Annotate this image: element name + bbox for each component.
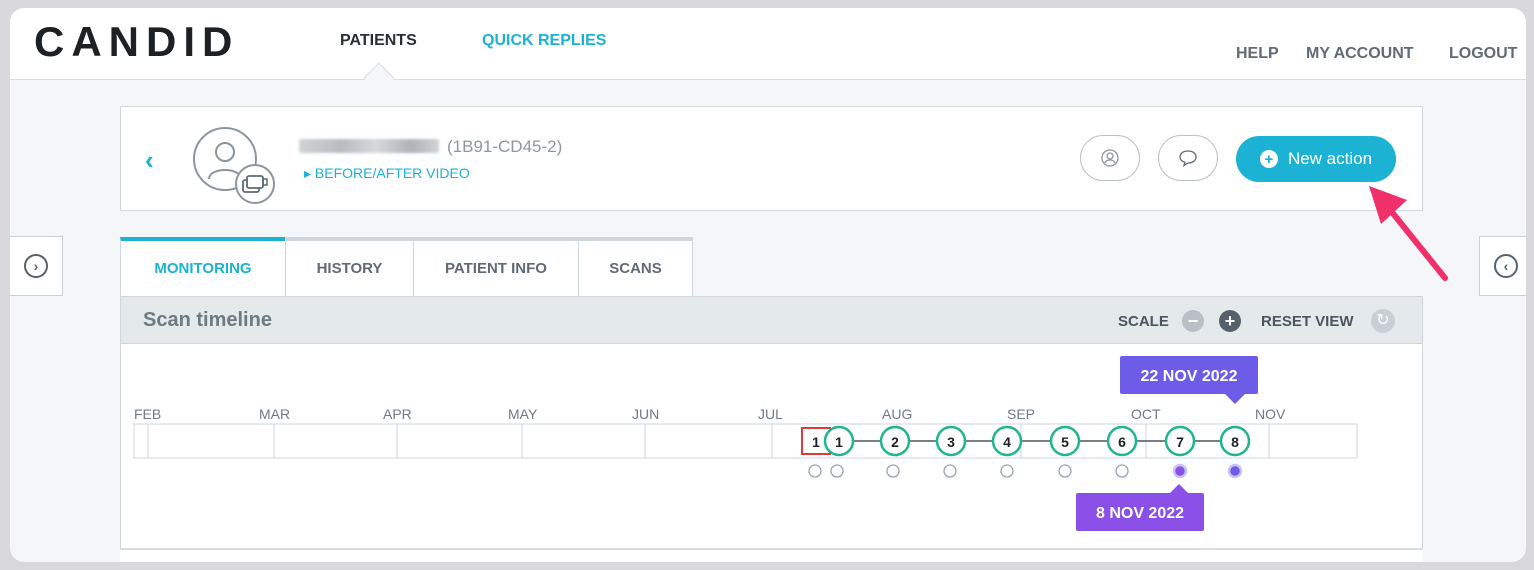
top-navigation-bar: CANDID PATIENTS QUICK REPLIES HELP MY AC… xyxy=(10,8,1526,80)
scan-marker[interactable] xyxy=(879,425,911,457)
patient-name-redacted xyxy=(299,139,439,153)
scan-marker[interactable] xyxy=(1219,425,1251,457)
help-link[interactable]: HELP xyxy=(1236,45,1279,62)
scan-status-dot[interactable] xyxy=(886,464,900,478)
scan-status-dot[interactable] xyxy=(943,464,957,478)
month-label: JUN xyxy=(632,406,659,422)
month-label: MAR xyxy=(259,406,290,422)
scan-marker[interactable] xyxy=(823,425,855,457)
app-window: CANDID PATIENTS QUICK REPLIES HELP MY AC… xyxy=(10,8,1526,562)
expand-right-panel-button[interactable]: ‹ xyxy=(1479,236,1526,296)
month-label: JUL xyxy=(758,406,783,422)
month-label: SEP xyxy=(1007,406,1035,422)
zoom-in-button[interactable]: + xyxy=(1219,310,1241,332)
tab-label: PATIENT INFO xyxy=(445,260,547,277)
scan-marker[interactable] xyxy=(1106,425,1138,457)
scale-label: SCALE xyxy=(1118,313,1169,330)
scan-number: 2 xyxy=(891,434,899,450)
scan-number: 1 xyxy=(812,434,820,450)
scan-status-dot[interactable] xyxy=(1115,464,1129,478)
patient-profile-button[interactable] xyxy=(1080,135,1140,181)
month-label: AUG xyxy=(882,406,912,422)
back-chevron-icon[interactable]: ‹ xyxy=(145,145,154,175)
month-label: FEB xyxy=(134,406,161,422)
tab-patient-info[interactable]: PATIENT INFO xyxy=(413,237,579,297)
month-label: MAY xyxy=(508,406,538,422)
scan-number: 6 xyxy=(1118,434,1126,450)
tooltip-top: 22 NOV 2022 xyxy=(1120,356,1258,404)
new-action-button[interactable]: + New action xyxy=(1236,136,1396,182)
next-panel-edge xyxy=(120,548,1423,562)
tab-label: MONITORING xyxy=(154,260,252,277)
message-button[interactable] xyxy=(1158,135,1218,181)
scan-number: 3 xyxy=(947,434,955,450)
scan-number: 7 xyxy=(1176,434,1184,450)
scan-timeline-header: Scan timeline SCALE − + RESET VIEW ↻ xyxy=(120,296,1423,344)
scan-status-dot[interactable] xyxy=(1227,463,1243,479)
plus-icon: + xyxy=(1224,311,1236,331)
tooltip-top-label: 22 NOV 2022 xyxy=(1141,368,1238,385)
tab-monitoring[interactable]: MONITORING xyxy=(120,237,286,297)
chevron-right-icon: › xyxy=(24,254,48,278)
panel-title: Scan timeline xyxy=(143,309,272,331)
scan-status-dot[interactable] xyxy=(1172,463,1188,479)
expand-left-panel-button[interactable]: › xyxy=(10,236,63,296)
scan-status-dot[interactable] xyxy=(830,464,844,478)
new-action-label: New action xyxy=(1287,149,1373,168)
my-account-link[interactable]: MY ACCOUNT xyxy=(1306,45,1414,62)
scan-marker[interactable] xyxy=(935,425,967,457)
scan-marker[interactable] xyxy=(1164,425,1196,457)
candid-logo[interactable]: CANDID xyxy=(34,18,240,65)
reset-view-button[interactable]: RESET VIEW xyxy=(1261,313,1354,330)
month-label: OCT xyxy=(1131,406,1161,422)
month-label: NOV xyxy=(1255,406,1286,422)
scan-status-dot[interactable] xyxy=(1000,464,1014,478)
tab-history[interactable]: HISTORY xyxy=(285,237,414,297)
nav-patients[interactable]: PATIENTS xyxy=(340,32,417,49)
zoom-out-button[interactable]: − xyxy=(1182,310,1204,332)
refresh-icon[interactable]: ↻ xyxy=(1371,309,1395,333)
patient-tabs: MONITORING HISTORY PATIENT INFO SCANS xyxy=(120,237,693,297)
nav-quick-replies[interactable]: QUICK REPLIES xyxy=(482,32,607,49)
scan-number: 5 xyxy=(1061,434,1069,450)
month-label: APR xyxy=(383,406,412,422)
minus-icon: − xyxy=(1187,311,1199,331)
scan-number: 8 xyxy=(1231,434,1239,450)
tab-label: HISTORY xyxy=(316,260,383,277)
scan-status-dot[interactable] xyxy=(808,464,822,478)
plus-icon: + xyxy=(1259,150,1278,168)
scan-status-dot[interactable] xyxy=(1058,464,1072,478)
scan-number: 1 xyxy=(835,434,843,450)
chevron-left-icon: ‹ xyxy=(1494,254,1518,278)
scan-marker[interactable] xyxy=(991,425,1023,457)
tab-scans[interactable]: SCANS xyxy=(578,237,693,297)
chat-bubble-icon xyxy=(1179,150,1197,167)
tooltip-bottom: 8 NOV 2022 xyxy=(1076,484,1204,531)
patient-id: (1B91-CD45-2) xyxy=(447,137,563,156)
video-link-label: BEFORE/AFTER VIDEO xyxy=(314,165,470,181)
before-after-video-link[interactable]: ▸ BEFORE/AFTER VIDEO xyxy=(304,165,470,181)
user-circle-icon xyxy=(1101,149,1119,167)
tab-label: SCANS xyxy=(609,260,662,277)
pointer-arrow-icon xyxy=(1369,186,1448,281)
tooltip-bottom-label: 8 NOV 2022 xyxy=(1096,505,1184,522)
scan-marker[interactable] xyxy=(1049,425,1081,457)
logout-link[interactable]: LOGOUT xyxy=(1449,45,1518,62)
patient-header-card: ‹ (1B91-CD45-2) ▸ BEFORE/AFTER VIDEO xyxy=(120,106,1423,211)
aligner-case-icon xyxy=(235,164,275,204)
scan-number: 4 xyxy=(1003,434,1011,450)
